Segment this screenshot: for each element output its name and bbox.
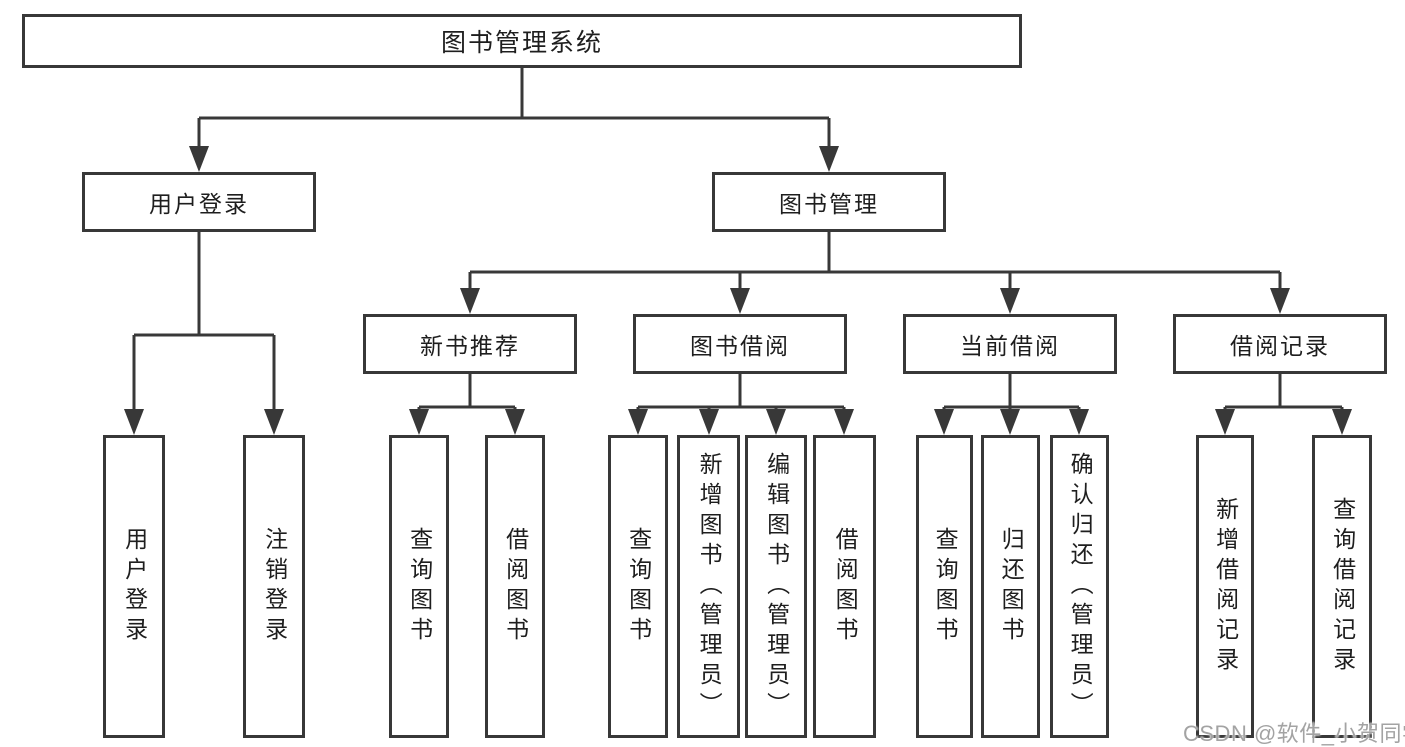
arrowhead xyxy=(460,288,480,314)
node-user-login: 用户登录 xyxy=(82,172,316,232)
leaf-add-books-admin: 新增图书（管理员） xyxy=(677,435,740,738)
leaf-query-books-current: 查询图书 xyxy=(916,435,973,738)
leaf-query-borrow-record-label: 查询借阅记录 xyxy=(1329,496,1356,677)
arrowhead xyxy=(1270,288,1290,314)
leaf-borrow-books-borrow-label: 借阅图书 xyxy=(832,526,859,647)
arrowhead xyxy=(1069,409,1089,435)
node-book-management-label: 图书管理 xyxy=(779,191,879,217)
leaf-edit-books-admin: 编辑图书（管理员） xyxy=(745,435,807,738)
leaf-borrow-books-borrow: 借阅图书 xyxy=(813,435,876,738)
leaf-user-login-label: 用户登录 xyxy=(121,526,148,647)
leaf-user-login: 用户登录 xyxy=(103,435,165,738)
node-new-book-recommendation: 新书推荐 xyxy=(363,314,577,374)
leaf-return-books: 归还图书 xyxy=(981,435,1040,738)
arrowhead xyxy=(1000,288,1020,314)
csdn-watermark: CSDN @软件_小贺同学 xyxy=(1183,721,1405,746)
arrowhead xyxy=(628,409,648,435)
arrowhead xyxy=(1000,409,1020,435)
arrowhead xyxy=(189,146,209,172)
arrowhead xyxy=(766,409,786,435)
leaf-add-borrow-record-label: 新增借阅记录 xyxy=(1212,496,1239,677)
node-book-management: 图书管理 xyxy=(712,172,946,232)
leaf-query-books-current-label: 查询图书 xyxy=(932,526,959,647)
leaf-confirm-return-admin-label: 确认归还（管理员） xyxy=(1067,451,1094,722)
arrowhead xyxy=(1332,409,1352,435)
arrowhead xyxy=(409,409,429,435)
arrowhead xyxy=(505,409,525,435)
leaf-query-borrow-record: 查询借阅记录 xyxy=(1312,435,1372,738)
node-book-borrowing: 图书借阅 xyxy=(633,314,847,374)
arrowhead xyxy=(124,409,144,435)
arrowhead xyxy=(264,409,284,435)
arrowhead xyxy=(819,146,839,172)
leaf-logout-login-label: 注销登录 xyxy=(261,526,288,647)
node-library-management-system-label: 图书管理系统 xyxy=(440,29,603,57)
node-new-book-recommendation-label: 新书推荐 xyxy=(420,333,520,359)
leaf-add-borrow-record: 新增借阅记录 xyxy=(1196,435,1254,738)
arrowhead xyxy=(699,409,719,435)
node-current-borrowing: 当前借阅 xyxy=(903,314,1117,374)
leaf-query-books-recommend: 查询图书 xyxy=(389,435,449,738)
leaf-confirm-return-admin: 确认归还（管理员） xyxy=(1050,435,1109,738)
node-borrowing-records: 借阅记录 xyxy=(1173,314,1387,374)
leaf-add-books-admin-label: 新增图书（管理员） xyxy=(696,451,723,722)
arrowhead xyxy=(1215,409,1235,435)
node-current-borrowing-label: 当前借阅 xyxy=(960,333,1060,359)
leaf-edit-books-admin-label: 编辑图书（管理员） xyxy=(763,451,790,722)
arrowhead xyxy=(834,409,854,435)
node-library-management-system: 图书管理系统 xyxy=(22,14,1022,68)
leaf-logout-login: 注销登录 xyxy=(243,435,305,738)
arrowhead xyxy=(730,288,750,314)
leaf-return-books-label: 归还图书 xyxy=(998,526,1025,647)
node-borrowing-records-label: 借阅记录 xyxy=(1230,333,1330,359)
leaf-query-books-borrow: 查询图书 xyxy=(608,435,668,738)
arrowhead xyxy=(934,409,954,435)
node-user-login-label: 用户登录 xyxy=(149,191,249,217)
leaf-query-books-borrow-label: 查询图书 xyxy=(625,526,652,647)
leaf-borrow-books-recommend: 借阅图书 xyxy=(485,435,545,738)
leaf-borrow-books-recommend-label: 借阅图书 xyxy=(502,526,529,647)
node-book-borrowing-label: 图书借阅 xyxy=(690,333,790,359)
leaf-query-books-recommend-label: 查询图书 xyxy=(406,526,433,647)
